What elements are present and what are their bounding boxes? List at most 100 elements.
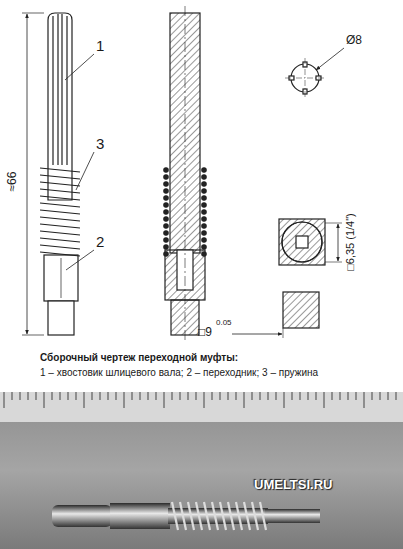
- dimension-label: ≈66: [6, 172, 19, 192]
- ruler-tick: [260, 392, 261, 400]
- spring-coil: [40, 168, 80, 172]
- tolerance-label: 0.05: [216, 319, 232, 328]
- spring-coil: [40, 210, 80, 214]
- ruler-tick: [148, 392, 149, 400]
- photo-coil: [220, 502, 226, 530]
- spring-section: [202, 175, 206, 179]
- ruler-tick: [348, 392, 349, 400]
- dimension-label: □6,35 (1/4"): [344, 213, 356, 271]
- spring-coil: [40, 224, 80, 228]
- photo-coil: [188, 502, 194, 530]
- ruler-tick: [244, 392, 245, 408]
- spring-coil: [40, 182, 80, 186]
- photo-coil: [180, 502, 186, 530]
- ruler-tick: [204, 392, 205, 408]
- caption: Сборочный чертеж переходной муфты:: [40, 352, 238, 363]
- photo-coil: [244, 502, 250, 530]
- spring-section: [164, 189, 168, 193]
- ruler-tick: [100, 392, 101, 400]
- spring-coil: [40, 217, 80, 221]
- photo-coil: [236, 502, 242, 530]
- ruler-tick: [220, 392, 221, 400]
- ruler-tick: [12, 392, 13, 400]
- dimension-label: Ø8: [346, 34, 362, 47]
- ruler-tick: [124, 392, 125, 408]
- spring-coil: [40, 252, 80, 256]
- spring-section: [202, 217, 206, 221]
- spring-section: [202, 196, 206, 200]
- section-view: [165, 6, 205, 342]
- spring-section: [202, 231, 206, 235]
- left-view: [22, 13, 94, 335]
- photo-coil: [252, 502, 258, 530]
- ruler-tick: [332, 392, 333, 400]
- ruler-tick: [52, 392, 53, 400]
- spring-section: [164, 224, 168, 228]
- spring-section: [202, 168, 206, 172]
- spring-section: [202, 224, 206, 228]
- photo-coil: [204, 502, 210, 530]
- ruler-tick: [188, 392, 189, 400]
- ruler-tick: [36, 392, 37, 400]
- parts-list: 1 – хвостовик шлицевого вала; 2 – перехо…: [40, 367, 318, 378]
- ruler-tick: [196, 392, 197, 400]
- ruler-tick: [28, 392, 29, 400]
- spring-section: [164, 175, 168, 179]
- ruler-tick: [236, 392, 237, 400]
- ruler-tick: [276, 392, 277, 400]
- callout-number: 3: [96, 136, 104, 153]
- ruler-tick: [316, 392, 317, 400]
- spring-section: [164, 182, 168, 186]
- spring-coil: [40, 245, 80, 249]
- photo-coil: [196, 502, 202, 530]
- spring-section: [202, 189, 206, 193]
- ruler-tick: [252, 392, 253, 400]
- spring-section: [164, 196, 168, 200]
- ruler-tick: [84, 392, 85, 408]
- callout-number: 1: [96, 38, 104, 55]
- photo: [0, 392, 403, 549]
- spring-section: [202, 210, 206, 214]
- ruler-tick: [172, 392, 173, 400]
- ruler-tick: [324, 392, 325, 408]
- ruler-tick: [284, 392, 285, 408]
- spring-coil: [40, 231, 80, 235]
- spring-section: [202, 203, 206, 207]
- photo-coil: [260, 502, 266, 530]
- ruler-tick: [108, 392, 109, 400]
- ruler-tick: [228, 392, 229, 400]
- spring-section: [164, 238, 168, 242]
- ruler-tick: [356, 392, 357, 400]
- ruler-tick: [268, 392, 269, 400]
- spring-section: [164, 245, 168, 249]
- ruler-tick: [76, 392, 77, 400]
- spring-section: [164, 210, 168, 214]
- photo-coil: [212, 502, 218, 530]
- dimension-label: □9: [198, 326, 212, 339]
- ruler-tick: [140, 392, 141, 400]
- ruler-tick: [156, 392, 157, 400]
- spring-section: [202, 182, 206, 186]
- ruler-tick: [180, 392, 181, 400]
- photo-coil: [228, 502, 234, 530]
- cross-sections: [232, 48, 344, 338]
- callout-number: 2: [96, 234, 104, 251]
- photo-coil: [172, 502, 178, 530]
- ruler-tick: [44, 392, 45, 408]
- ruler-tick: [92, 392, 93, 400]
- spring-coil: [40, 238, 80, 242]
- spring-section: [164, 231, 168, 235]
- ruler-tick: [292, 392, 293, 400]
- ruler-tick: [308, 392, 309, 400]
- ruler-tick: [164, 392, 165, 408]
- ruler-tick: [372, 392, 373, 400]
- spring-section: [164, 217, 168, 221]
- ruler-tick: [396, 392, 397, 400]
- spring-coil: [40, 196, 80, 200]
- spring-coil: [40, 189, 80, 193]
- ruler-tick: [300, 392, 301, 400]
- spring-section: [164, 168, 168, 172]
- ruler-tick: [4, 392, 5, 408]
